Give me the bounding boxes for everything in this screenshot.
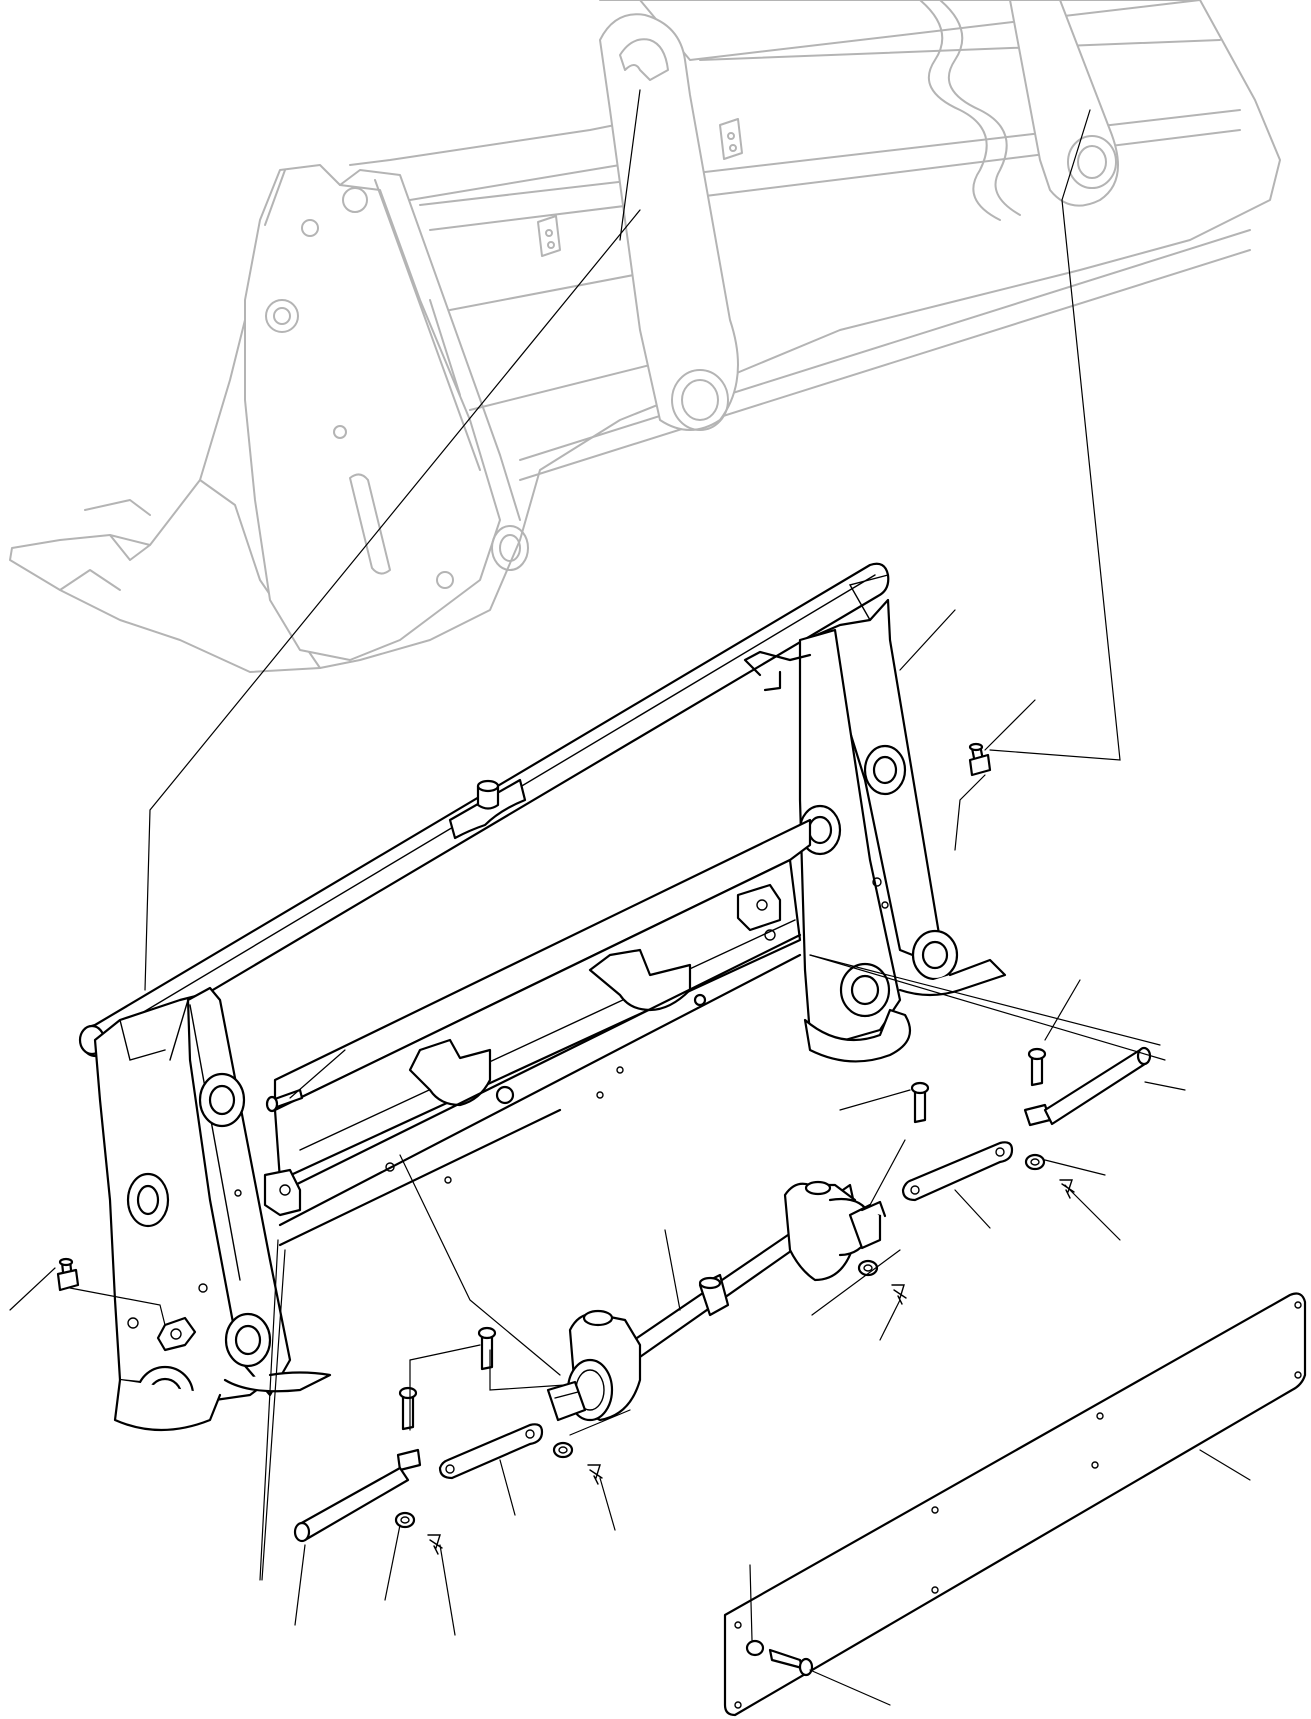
small-parts	[56, 742, 1152, 1555]
leader-lines	[9, 89, 1251, 1706]
locking-shaft-assembly	[546, 1180, 887, 1422]
cover-plate	[723, 1292, 1307, 1717]
bucket-background	[9, 0, 1281, 673]
coupler-frame	[78, 562, 1007, 1432]
